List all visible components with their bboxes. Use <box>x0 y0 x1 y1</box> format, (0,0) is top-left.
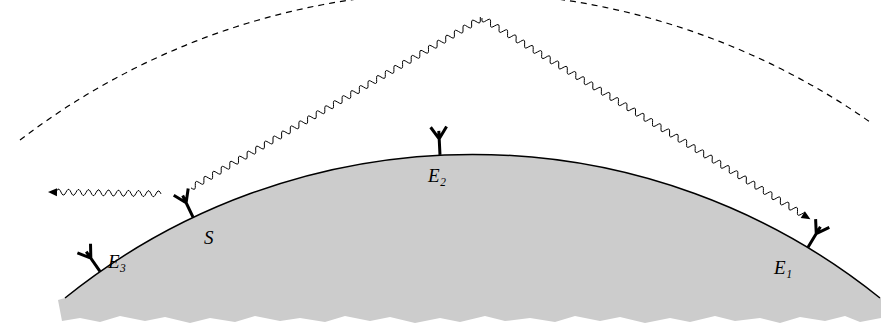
antenna-stroke <box>77 244 106 276</box>
earth-ground <box>58 154 881 323</box>
antenna-symbol <box>77 244 106 276</box>
station-label: S <box>204 228 214 247</box>
ionosphere-arc <box>20 0 870 140</box>
radio-waves <box>48 17 810 219</box>
antenna-symbol <box>801 219 829 251</box>
antennas <box>77 126 829 275</box>
arrow-head <box>48 188 57 196</box>
antenna-symbol <box>431 126 448 155</box>
antenna-symbol <box>174 188 200 220</box>
ground-wave <box>55 189 161 196</box>
antenna-stroke <box>431 126 448 155</box>
sky-wave-down <box>482 18 805 215</box>
station-label: E₁ <box>774 258 792 277</box>
station-label: E₃ <box>108 252 126 271</box>
arrow-head <box>801 211 811 219</box>
earth-surface <box>65 154 880 298</box>
sky-wave-up <box>191 17 480 189</box>
antenna-stroke <box>801 219 829 251</box>
antenna-stroke <box>174 188 200 220</box>
station-label: E₂ <box>428 166 446 185</box>
